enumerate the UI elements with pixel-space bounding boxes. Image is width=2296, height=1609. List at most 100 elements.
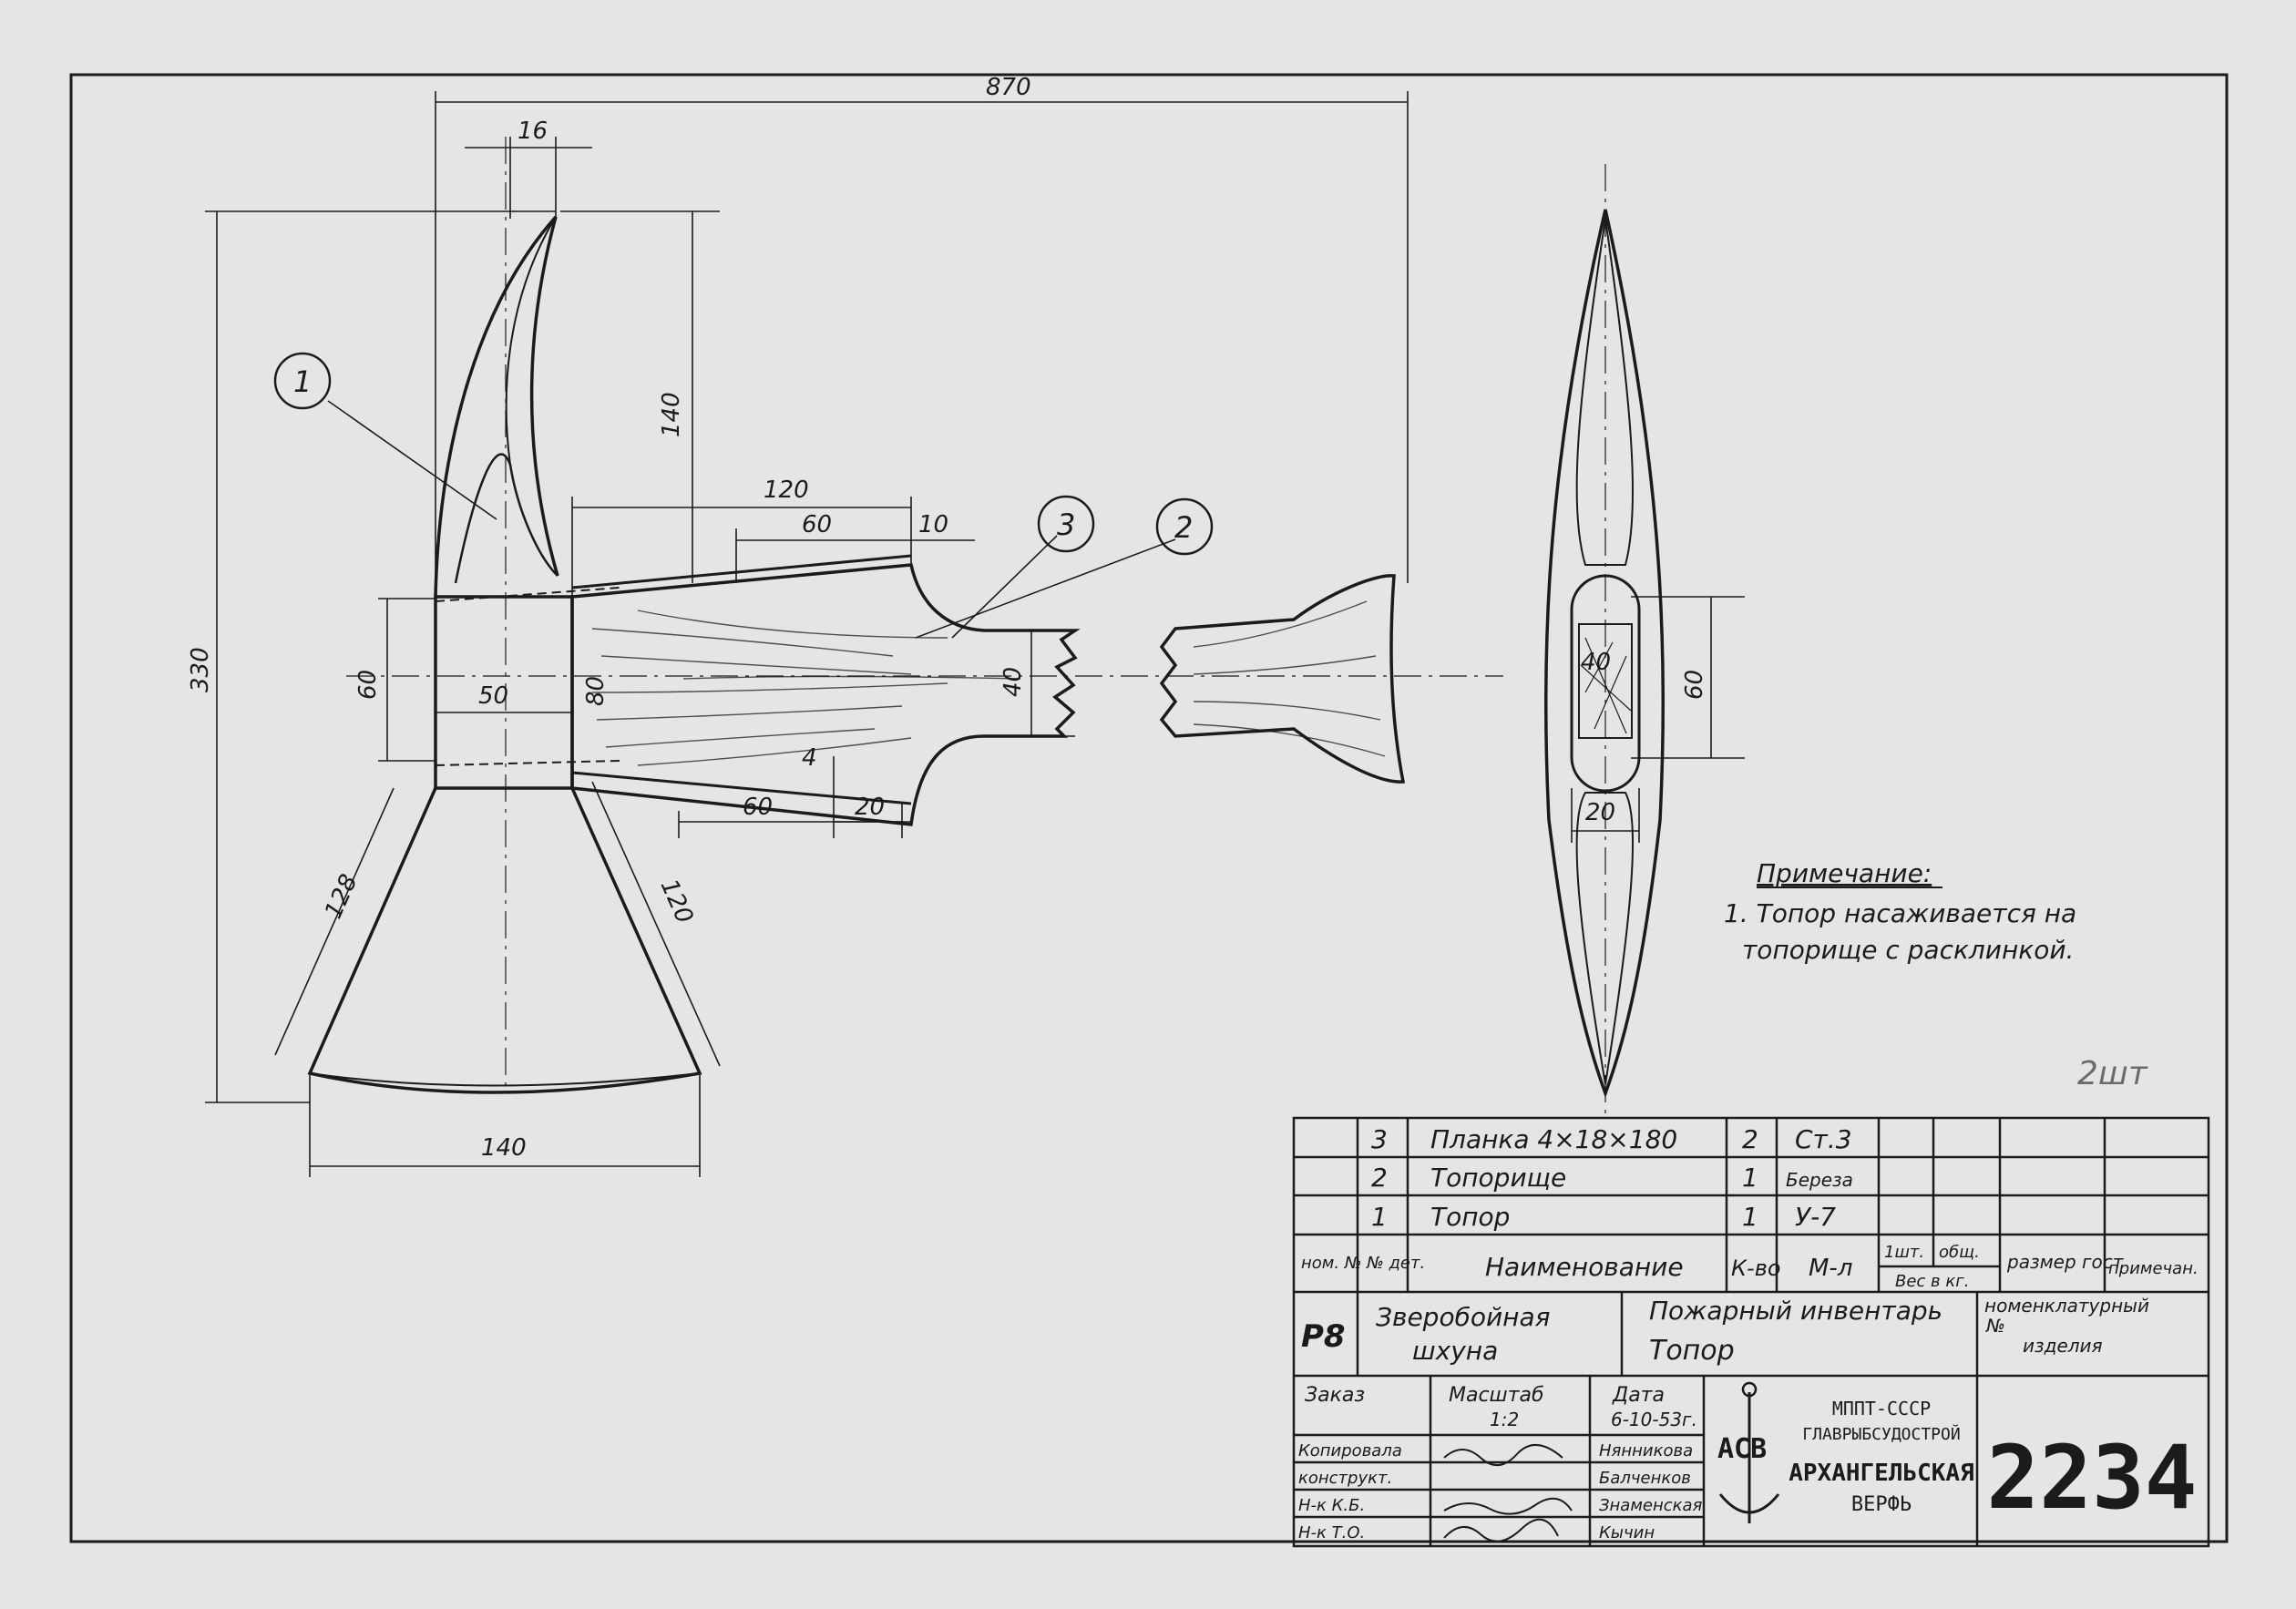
nomen-line-1: номенклатурный: [1984, 1295, 2149, 1317]
org-line-4: ВЕРФЬ: [1851, 1493, 1912, 1516]
dim-40-handle: 40: [999, 667, 1027, 697]
dimension-texts: 870 16 140 330 120 60 10 60 50 80 40 4 6…: [187, 74, 1708, 1162]
hdr-nom: ном. №: [1301, 1254, 1362, 1273]
role-3: Н-к К.Б.: [1298, 1496, 1365, 1515]
hdr-total: общ.: [1939, 1243, 1980, 1262]
vessel-line-1: Зверобойная: [1376, 1302, 1551, 1332]
product-line-1: Пожарный инвентарь: [1649, 1296, 1942, 1326]
handle-left-part: [570, 563, 1081, 826]
dim-60-plate: 60: [802, 511, 832, 538]
dim-80: 80: [582, 676, 610, 706]
hdr-name: Наименование: [1485, 1252, 1684, 1282]
axe-blade: [307, 787, 702, 1094]
callout-1: 1: [293, 364, 312, 399]
vessel-line-2: шхуна: [1412, 1336, 1498, 1366]
role-1: Копировала: [1298, 1441, 1402, 1460]
dim-140-pick: 140: [658, 392, 685, 437]
org-line-2: ГЛАВРЫБСУДОСТРОЙ: [1802, 1424, 1960, 1444]
axe-handle: [570, 554, 1406, 826]
handle-right-part: [1159, 574, 1406, 784]
signature-4: [1443, 1518, 1559, 1542]
dim-140-edge: 140: [481, 1134, 527, 1162]
axe-side-view: [1543, 164, 1666, 1121]
row-1-name: Топор: [1430, 1202, 1510, 1232]
dim-120-blade: 120: [655, 876, 699, 928]
hdr-weight: Вес в кг.: [1895, 1272, 1969, 1291]
callout-2-circle: [1155, 497, 1214, 556]
product-line-2: Топор: [1649, 1335, 1735, 1367]
sheet-frame: [69, 73, 2229, 1543]
organization: МППТ-СССР ГЛАВРЫБСУДОСТРОЙ АРХАНГЕЛЬСКАЯ…: [1789, 1398, 1974, 1516]
signature-3: [1443, 1497, 1573, 1515]
dim-20-bottom: 20: [855, 794, 885, 821]
axe-front-view: [307, 137, 1503, 1094]
org-line-1: МППТ-СССР: [1832, 1398, 1931, 1419]
date-label: Дата: [1612, 1384, 1665, 1407]
role-2: конструкт.: [1298, 1469, 1392, 1488]
role-3-name: Знаменская: [1599, 1496, 1703, 1515]
dim-870: 870: [986, 74, 1031, 101]
row-1-material: У-7: [1795, 1202, 1836, 1232]
callout-1-circle: [273, 352, 332, 410]
dim-10: 10: [918, 511, 948, 538]
dim-128: 128: [320, 870, 364, 923]
marginalia-note: 2шт: [2077, 1055, 2148, 1092]
row-1-pos: 1: [1371, 1202, 1388, 1232]
dim-330: 330: [187, 647, 214, 692]
row-3-name: Планка 4×18×180: [1430, 1124, 1677, 1154]
axe-pick: [434, 215, 559, 598]
dimension-lines: [205, 91, 1745, 1177]
hdr-mat: М-л: [1809, 1255, 1852, 1282]
dim-120-plate: 120: [764, 477, 809, 504]
logo-letters: АСВ: [1717, 1433, 1767, 1465]
title-block: Р8 Зверобойная шхуна Пожарный инвентарь …: [1298, 1295, 2149, 1542]
note-line-1: 1. Топор насаживается на: [1724, 898, 2076, 928]
org-line-3: АРХАНГЕЛЬСКАЯ: [1789, 1460, 1974, 1487]
pick-bevel: [454, 453, 559, 584]
role-2-name: Балченков: [1599, 1469, 1691, 1488]
row-3-qty: 2: [1742, 1124, 1758, 1154]
nomen-line-3: изделия: [2023, 1335, 2103, 1357]
row-2-qty: 1: [1742, 1163, 1758, 1193]
nomen-line-2: №: [1985, 1315, 2005, 1337]
scale-label: Масштаб: [1449, 1384, 1544, 1407]
hdr-size: размер гост: [2006, 1251, 2125, 1273]
dim-4: 4: [802, 744, 817, 772]
dim-50: 50: [478, 682, 508, 710]
row-2-pos: 2: [1371, 1163, 1388, 1193]
dim-20-section: 20: [1585, 799, 1615, 826]
dim-60-bottom: 60: [743, 794, 773, 821]
row-2-material: Береза: [1786, 1169, 1853, 1191]
dim-40-section: 40: [1581, 649, 1611, 676]
row-2-name: Топорище: [1430, 1163, 1566, 1193]
callouts: 1 2 3: [273, 352, 1214, 556]
note-title: Примечание:: [1757, 858, 1932, 888]
parts-list-grid: [1292, 1116, 2210, 1548]
drawing-number: 2234: [1986, 1427, 2197, 1529]
callout-3-circle: [1037, 495, 1095, 553]
hdr-one: 1шт.: [1884, 1243, 1924, 1262]
project-code: Р8: [1301, 1318, 1346, 1355]
parts-list-rows: 3 Планка 4×18×180 2 Ст.3 2 Топорище 1 Бе…: [1371, 1124, 1853, 1232]
blade-edge: [309, 1072, 701, 1087]
row-3-material: Ст.3: [1795, 1124, 1852, 1154]
parts-list-header: ном. № № дет. Наименование К-во М-л 1шт.…: [1301, 1243, 2199, 1291]
note-block: Примечание: 1. Топор насаживается на топ…: [1724, 858, 2148, 1092]
row-3-pos: 3: [1371, 1124, 1388, 1154]
order-label: Заказ: [1305, 1384, 1365, 1407]
verf-logo: АСВ: [1717, 1381, 1780, 1523]
role-4: Н-к Т.О.: [1298, 1523, 1365, 1542]
callout-3: 3: [1057, 507, 1075, 542]
role-1-name: Нянникова: [1599, 1441, 1693, 1460]
callout-2: 2: [1174, 510, 1193, 545]
dim-60-section: 60: [1681, 670, 1708, 700]
row-1-qty: 1: [1742, 1202, 1758, 1232]
hdr-remark: примечан.: [2108, 1259, 2199, 1278]
role-4-name: Кычин: [1599, 1523, 1655, 1542]
scale-value: 1:2: [1490, 1409, 1519, 1430]
dim-60-eye: 60: [354, 670, 382, 700]
pick-ridge: [505, 216, 557, 466]
note-line-2: топорище с расклинкой.: [1742, 935, 2074, 965]
